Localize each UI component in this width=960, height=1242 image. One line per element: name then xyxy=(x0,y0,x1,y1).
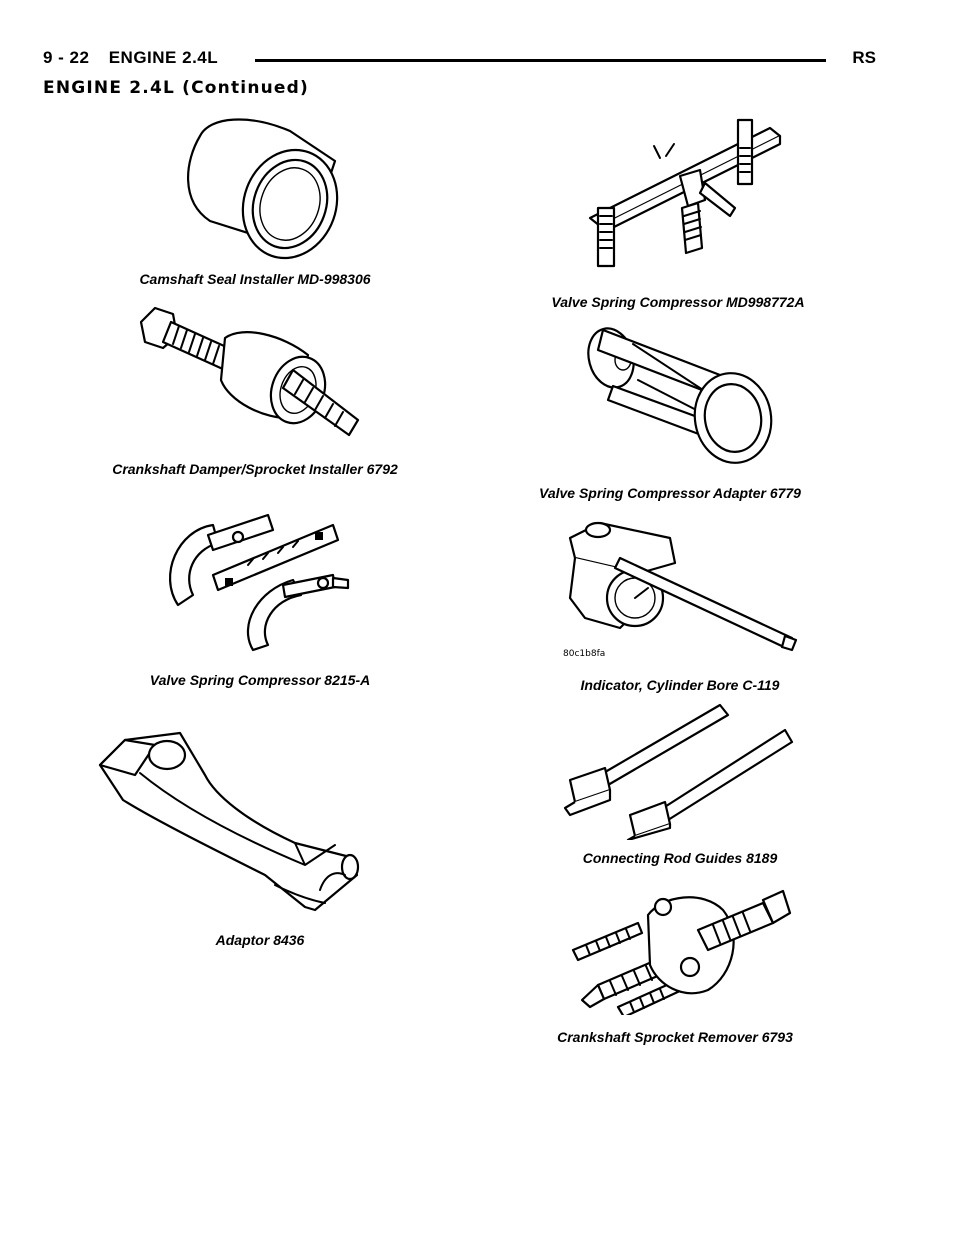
model-code: RS xyxy=(852,48,876,67)
figure-caption: Valve Spring Compressor MD998772A xyxy=(551,294,805,310)
section-subtitle: ENGINE 2.4L (Continued) xyxy=(43,78,309,98)
figure-code: 80c1b8fa xyxy=(563,649,606,659)
sprocket-remover-icon xyxy=(568,885,793,1015)
bore-gauge-icon: 80c1b8fa xyxy=(560,508,800,663)
threaded-installer-icon xyxy=(133,300,373,445)
figure-caption: Crankshaft Sprocket Remover 6793 xyxy=(557,1029,793,1045)
rod-guides-icon xyxy=(560,700,800,840)
adaptor-channel-icon xyxy=(95,725,370,915)
figure-caption: Valve Spring Compressor 8215-A xyxy=(149,672,371,688)
hook-compressor-icon xyxy=(153,495,353,655)
section-title: ENGINE 2.4L xyxy=(108,48,219,67)
page-header: 9 - 22 ENGINE 2.4L RS xyxy=(43,48,876,74)
header-rule xyxy=(255,59,826,62)
figure-caption: Connecting Rod Guides 8189 xyxy=(582,850,778,866)
page-number: 9 - 22 xyxy=(43,48,90,67)
header-left: 9 - 22 ENGINE 2.4L xyxy=(43,48,218,68)
figure-caption: Adaptor 8436 xyxy=(215,932,305,948)
figure-caption: Valve Spring Compressor Adapter 6779 xyxy=(539,485,801,501)
cylindrical-seal-installer-icon xyxy=(170,106,350,266)
figure-caption: Indicator, Cylinder Bore C-119 xyxy=(580,677,780,693)
figure-caption: Camshaft Seal Installer MD-998306 xyxy=(139,271,371,287)
compressor-adapter-cage-icon xyxy=(583,320,783,470)
valve-spring-compressor-frame-icon xyxy=(570,108,800,278)
figure-caption: Crankshaft Damper/Sprocket Installer 679… xyxy=(112,461,398,477)
